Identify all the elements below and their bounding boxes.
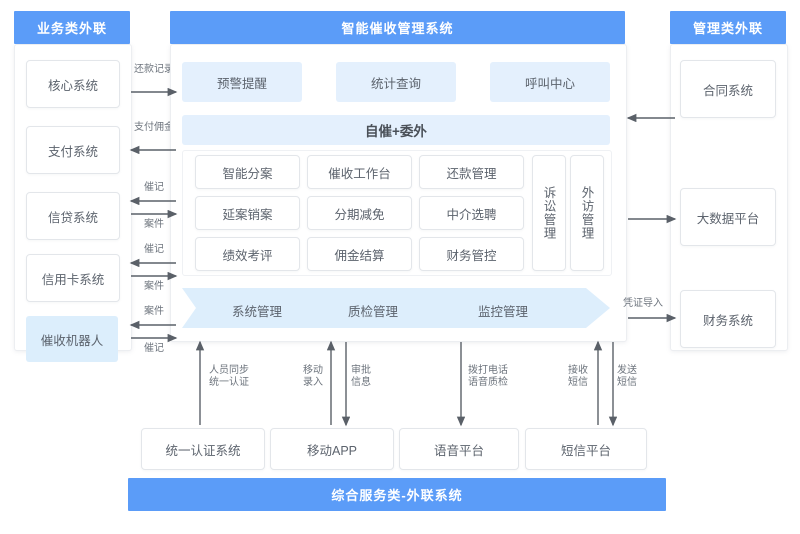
left-flow-label-payment-commission: 支付佣金 xyxy=(134,122,174,133)
center-section-header-self-outsource: 自催+委外 xyxy=(182,115,610,145)
center-module-statistics-query[interactable]: 统计查询 xyxy=(336,62,456,102)
left-item-creditcard-system[interactable]: 信用卡系统 xyxy=(26,254,120,302)
left-flow-label-collection-record-1: 催记 xyxy=(144,182,164,193)
bottom-flow-label-staff-sync-unified-auth: 人员同步 统一认证 xyxy=(209,365,249,388)
left-flow-label-case-3: 案件 xyxy=(144,306,164,317)
bottom-flow-label-send-sms: 发送 短信 xyxy=(617,365,637,388)
bottom-flow-label-call-voice-quality: 拨打电话 语音质检 xyxy=(468,365,508,388)
center-grid-item-smart-allocation[interactable]: 智能分案 xyxy=(195,155,300,189)
bottom-item-mobile-app[interactable]: 移动APP xyxy=(270,428,394,470)
bottom-footer-bar: 综合服务类-外联系统 xyxy=(128,478,666,511)
left-flow-label-case-2: 案件 xyxy=(144,281,164,292)
left-flow-label-collection-record-3: 催记 xyxy=(144,343,164,354)
center-grid-item-performance-evaluation[interactable]: 绩效考评 xyxy=(195,237,300,271)
center-vertical-item-litigation-management[interactable]: 诉讼管理 xyxy=(532,155,566,271)
right-item-bigdata-platform[interactable]: 大数据平台 xyxy=(680,188,776,246)
bottom-flow-label-receive-sms: 接收 短信 xyxy=(568,365,588,388)
center-grid-item-case-extension-closure[interactable]: 延案销案 xyxy=(195,196,300,230)
center-module-early-warning[interactable]: 预警提醒 xyxy=(182,62,302,102)
left-item-core-system[interactable]: 核心系统 xyxy=(26,60,120,108)
bottom-item-sms-platform[interactable]: 短信平台 xyxy=(525,428,647,470)
bottom-item-voice-platform[interactable]: 语音平台 xyxy=(399,428,519,470)
bottom-flow-label-approval-info: 审批 信息 xyxy=(351,365,371,388)
right-column-header: 管理类外联 xyxy=(670,11,786,44)
bottom-flow-label-mobile-entry: 移动 录入 xyxy=(303,365,323,388)
right-item-finance-system[interactable]: 财务系统 xyxy=(680,290,776,348)
left-item-credit-system[interactable]: 信贷系统 xyxy=(26,192,120,240)
center-grid-item-agency-recruitment[interactable]: 中介选聘 xyxy=(419,196,524,230)
center-arrow-band xyxy=(182,288,610,328)
center-module-call-center[interactable]: 呼叫中心 xyxy=(490,62,610,102)
center-grid-item-installment-reduction[interactable]: 分期减免 xyxy=(307,196,412,230)
left-flow-label-collection-record-2: 催记 xyxy=(144,244,164,255)
center-grid-item-commission-settlement[interactable]: 佣金结算 xyxy=(307,237,412,271)
left-column-header: 业务类外联 xyxy=(14,11,130,44)
center-panel-header: 智能催收管理系统 xyxy=(170,11,625,44)
center-grid-item-financial-control[interactable]: 财务管控 xyxy=(419,237,524,271)
center-vertical-item-field-visit-management[interactable]: 外访管理 xyxy=(570,155,604,271)
left-item-collection-robot[interactable]: 催收机器人 xyxy=(26,316,118,362)
right-item-contract-system[interactable]: 合同系统 xyxy=(680,60,776,118)
center-section-title: 自催+委外 xyxy=(365,124,427,139)
right-flow-label-voucher-import: 凭证导入 xyxy=(623,298,663,309)
bottom-item-unified-auth-system[interactable]: 统一认证系统 xyxy=(141,428,265,470)
center-band-item-monitor-management[interactable]: 监控管理 xyxy=(478,305,529,319)
center-grid-item-repayment-management[interactable]: 还款管理 xyxy=(419,155,524,189)
center-grid-item-collection-workbench[interactable]: 催收工作台 xyxy=(307,155,412,189)
left-flow-label-case-1: 案件 xyxy=(144,219,164,230)
left-item-payment-system[interactable]: 支付系统 xyxy=(26,126,120,174)
left-flow-label-repayment-record: 还款记录 xyxy=(134,64,174,75)
center-band-item-system-management[interactable]: 系统管理 xyxy=(232,305,283,319)
center-band-item-quality-management[interactable]: 质检管理 xyxy=(348,305,399,319)
